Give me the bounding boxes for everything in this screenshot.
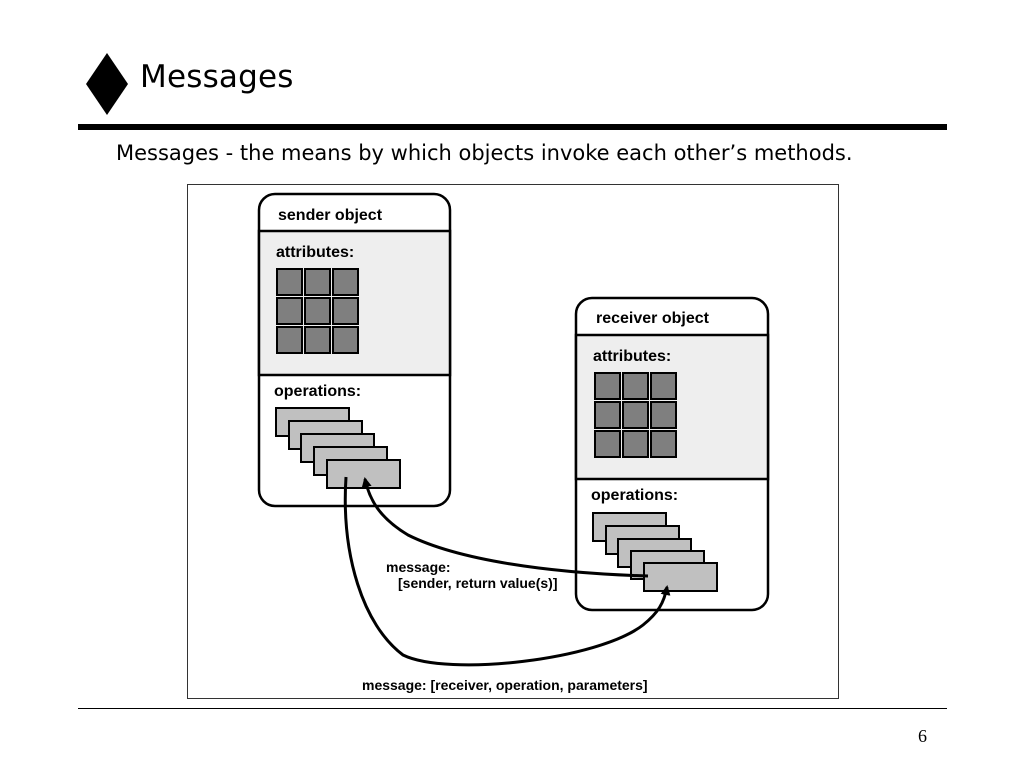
receiver-attribute-grid: [594, 372, 677, 458]
return-message-arrow: [361, 477, 649, 578]
message-diagram: sender object attributes: operations: re…: [187, 184, 839, 699]
return-message-label-line1: message:: [386, 559, 451, 575]
receiver-object: receiver object attributes: operations:: [574, 296, 770, 612]
return-message-label-line2: [sender, return value(s)]: [398, 575, 558, 591]
call-message-arrow: [343, 476, 671, 667]
diamond-bullet-icon: [86, 53, 128, 115]
sender-operation-stack: [275, 407, 401, 489]
sender-attributes-label: attributes:: [276, 244, 354, 261]
sender-operations-label: operations:: [274, 383, 361, 400]
page-number: 6: [918, 726, 927, 746]
receiver-attributes-label: attributes:: [593, 348, 671, 365]
receiver-operations-label: operations:: [591, 487, 678, 504]
receiver-title: receiver object: [596, 310, 710, 327]
sender-attribute-grid: [276, 268, 359, 354]
sender-title: sender object: [278, 207, 383, 224]
title-rule: [78, 124, 947, 130]
receiver-operation-stack: [592, 512, 718, 592]
diagram-canvas: sender object attributes: operations: re…: [257, 192, 770, 693]
slide-title: Messages: [140, 59, 294, 95]
sender-object: sender object attributes: operations:: [257, 192, 452, 508]
call-message-label: message: [receiver, operation, parameter…: [362, 677, 648, 693]
slide-subtitle: Messages - the means by which objects in…: [116, 141, 853, 165]
footer-rule: [78, 708, 947, 709]
